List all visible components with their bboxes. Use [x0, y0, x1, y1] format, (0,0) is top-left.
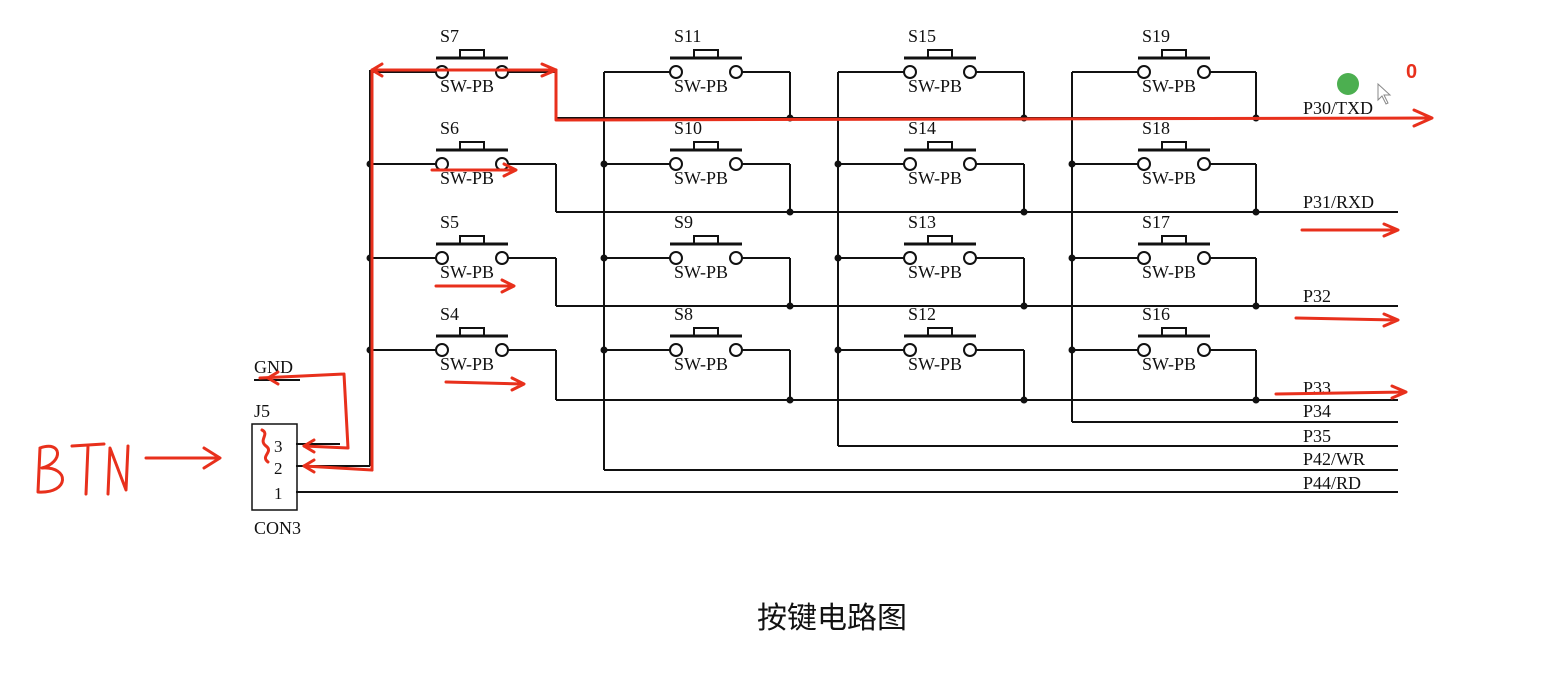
pin-1: 1 — [274, 484, 283, 503]
junction-dot — [834, 346, 842, 354]
connector-part: CON3 — [254, 518, 301, 538]
mouse-pointer-icon — [1377, 82, 1392, 105]
switch-ref-label: S17 — [1142, 212, 1170, 232]
switch-ref-label: S18 — [1142, 118, 1170, 138]
switch-ref-label: S13 — [908, 212, 936, 232]
row-label-p32: P32 — [1303, 286, 1331, 306]
row-label-p30: P30/TXD — [1303, 98, 1373, 118]
col-label-p35: P35 — [1303, 426, 1331, 446]
switch-ref-label: S19 — [1142, 26, 1170, 46]
junction-dot — [1252, 208, 1260, 216]
switch-ref-label: S14 — [908, 118, 936, 138]
switch-ref-label: S10 — [674, 118, 702, 138]
cursor-dot — [1337, 73, 1359, 95]
switch-type-label: SW-PB — [1142, 262, 1196, 282]
junction-dot — [786, 396, 794, 404]
col-label-p44: P44/RD — [1303, 473, 1361, 493]
junction-dot — [786, 208, 794, 216]
pin-2: 2 — [274, 459, 283, 478]
row-p30-highlight — [554, 68, 1432, 122]
gnd-label: GND — [254, 357, 293, 377]
switch-type-label: SW-PB — [674, 354, 728, 374]
switch-type-label: SW-PB — [440, 262, 494, 282]
junction-dot — [600, 254, 608, 262]
junction-dot — [834, 254, 842, 262]
switch-matrix: S7SW-PBS11SW-PBS15SW-PBS19SW-PBS6SW-PBS1… — [435, 26, 1211, 374]
switch-ref-label: S7 — [440, 26, 459, 46]
switch-type-label: SW-PB — [674, 168, 728, 188]
switch-type-label: SW-PB — [1142, 354, 1196, 374]
connector-ref: J5 — [254, 401, 270, 421]
wires — [254, 70, 1398, 493]
pin-3: 3 — [274, 437, 283, 456]
junction-dot — [786, 302, 794, 310]
col-label-p34: P34 — [1303, 401, 1331, 421]
connector-j5: GND J5 CON3 3 2 1 — [251, 357, 301, 538]
switch-ref-label: S8 — [674, 304, 693, 324]
switch-ref-label: S5 — [440, 212, 459, 232]
switch-type-label: SW-PB — [908, 76, 962, 96]
switch-ref-label: S6 — [440, 118, 459, 138]
junction-dot — [1252, 396, 1260, 404]
junction-dot — [1252, 302, 1260, 310]
switch-ref-label: S11 — [674, 26, 701, 46]
switch-ref-label: S15 — [908, 26, 936, 46]
switch-ref-label: S16 — [1142, 304, 1170, 324]
junction-dot — [1068, 346, 1076, 354]
gnd-loop-arrow — [258, 372, 350, 450]
switch-type-label: SW-PB — [908, 262, 962, 282]
junction-dot — [1020, 302, 1028, 310]
switch-type-label: SW-PB — [440, 168, 494, 188]
value-zero-label: 0 — [1406, 61, 1417, 83]
junction-dot — [1068, 254, 1076, 262]
switch-type-label: SW-PB — [1142, 76, 1196, 96]
switch-type-label: SW-PB — [908, 168, 962, 188]
switch-type-label: SW-PB — [440, 354, 494, 374]
diagram-caption: 按键电路图 — [757, 601, 907, 636]
junction-dot — [1020, 396, 1028, 404]
handwritten-btn — [36, 442, 222, 496]
switch-ref-label: S4 — [440, 304, 459, 324]
switch-type-label: SW-PB — [908, 354, 962, 374]
switch-type-label: SW-PB — [674, 76, 728, 96]
col-label-p42: P42/WR — [1303, 449, 1365, 469]
junction-dot — [600, 346, 608, 354]
switch-type-label: SW-PB — [440, 76, 494, 96]
switch-ref-label: S9 — [674, 212, 693, 232]
switch-ref-label: S12 — [908, 304, 936, 324]
junction-dot — [1068, 160, 1076, 168]
junction-dot — [834, 160, 842, 168]
switch-type-label: SW-PB — [674, 262, 728, 282]
junction-dot — [600, 160, 608, 168]
squiggle-mark — [260, 428, 271, 464]
red-annotations: 0 — [36, 61, 1434, 496]
switch-type-label: SW-PB — [1142, 168, 1196, 188]
row-label-p31: P31/RXD — [1303, 192, 1374, 212]
junction-dot — [1020, 208, 1028, 216]
